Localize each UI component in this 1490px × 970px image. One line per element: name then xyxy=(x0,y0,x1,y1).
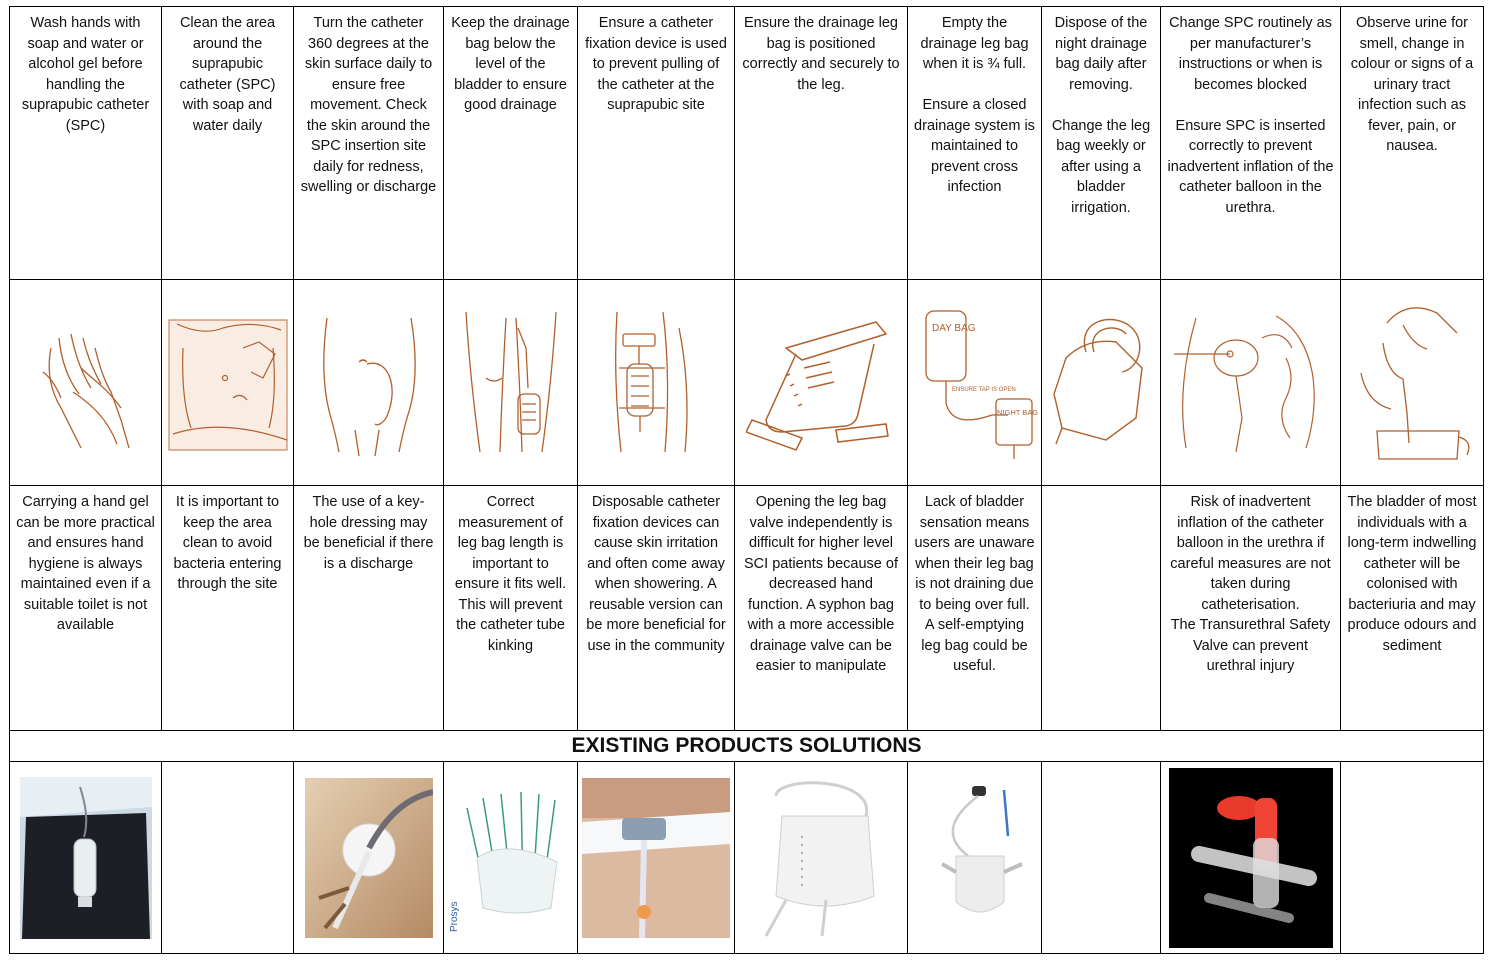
illustration-cell xyxy=(1041,279,1161,486)
tap-open-label: ENSURE TAP IS OPEN xyxy=(952,387,1016,393)
consideration-text: It is important to keep the area clean t… xyxy=(173,494,282,592)
step-text: Change SPC routinely as per manufacturer… xyxy=(1167,15,1334,216)
consideration-text: Risk of inadvertent inflation of the cat… xyxy=(1170,494,1331,674)
legs-drainage-bag-icon xyxy=(456,308,566,458)
step-cell: Change SPC routinely as per manufacturer… xyxy=(1160,6,1341,280)
consideration-text xyxy=(1042,486,1160,492)
self-emptying-bag-photo xyxy=(911,775,1038,940)
illustration-cell: DAY BAG ENSURE TAP IS OPEN NIGHT BAG xyxy=(907,279,1042,486)
step-cell: Wash hands with soap and water or alcoho… xyxy=(9,6,162,280)
step-cell: Clean the area around the suprapubic cat… xyxy=(161,6,294,280)
thigh-fixation-device-icon xyxy=(601,308,711,458)
step-text: Empty the drainage leg bag when it is ¾ … xyxy=(914,15,1035,195)
care-table: Wash hands with soap and water or alcoho… xyxy=(9,6,1484,954)
consideration-cell xyxy=(1041,485,1161,731)
step-text: Turn the catheter 360 degrees at the ski… xyxy=(300,15,437,195)
consideration-cell: Disposable catheter fixation devices can… xyxy=(577,485,735,731)
consideration-cell: Risk of inadvertent inflation of the cat… xyxy=(1160,485,1341,731)
step-cell: Ensure a catheter fixation device is use… xyxy=(577,6,735,280)
consideration-text: Lack of bladder sensation means users ar… xyxy=(914,494,1035,674)
fixation-strap-photo xyxy=(582,777,730,938)
day-night-bag-icon: DAY BAG ENSURE TAP IS OPEN NIGHT BAG xyxy=(912,303,1038,463)
product-cell xyxy=(1041,761,1161,954)
consideration-cell: It is important to keep the area clean t… xyxy=(161,485,294,731)
product-cell xyxy=(293,761,444,954)
step-cell: Observe urine for smell, change in colou… xyxy=(1340,6,1484,280)
consideration-text: Carrying a hand gel can be more practica… xyxy=(16,494,155,633)
step-text: Clean the area around the suprapubic cat… xyxy=(179,15,276,134)
product-cell xyxy=(577,761,735,954)
night-drainage-bag-icon xyxy=(1046,308,1156,458)
illustration-cell xyxy=(1340,279,1484,486)
leg-bags-photo: Prosys xyxy=(446,777,575,938)
product-cell xyxy=(9,761,162,954)
illustration-cell xyxy=(734,279,908,486)
step-cell: Empty the drainage leg bag when it is ¾ … xyxy=(907,6,1042,280)
step-text: Observe urine for smell, change in colou… xyxy=(1350,15,1474,154)
product-cell xyxy=(1340,761,1484,954)
leg-bag-straps-icon xyxy=(746,308,896,458)
illustration-cell xyxy=(9,279,162,486)
step-text: Dispose of the night drainage bag daily … xyxy=(1051,15,1151,216)
consideration-cell: Carrying a hand gel can be more practica… xyxy=(9,485,162,731)
illustration-cell xyxy=(443,279,578,486)
abdomen-cleaning-icon xyxy=(163,308,293,458)
consideration-text: Opening the leg bag valve independently … xyxy=(744,494,898,674)
step-cell: Keep the drainage bag below the level of… xyxy=(443,6,578,280)
steps-row: Wash hands with soap and water or alcoho… xyxy=(9,6,1484,280)
products-row: Prosys xyxy=(9,761,1484,954)
illustration-cell xyxy=(577,279,735,486)
product-cell: Prosys xyxy=(443,761,578,954)
consideration-cell: Opening the leg bag valve independently … xyxy=(734,485,908,731)
hands-washing-icon xyxy=(21,308,151,458)
step-cell: Dispose of the night drainage bag daily … xyxy=(1041,6,1161,280)
consideration-cell: Correct measurement of leg bag length is… xyxy=(443,485,578,731)
illustration-cell xyxy=(293,279,444,486)
brand-label: Prosys xyxy=(449,901,460,932)
step-text: Wash hands with soap and water or alcoho… xyxy=(21,15,150,134)
illustration-cell xyxy=(161,279,294,486)
abdomen-catheter-icon xyxy=(309,308,429,458)
consideration-text: Disposable catheter fixation devices can… xyxy=(586,494,726,654)
syphon-bag-photo xyxy=(746,775,896,940)
product-cell xyxy=(907,761,1042,954)
consideration-text: Correct measurement of leg bag length is… xyxy=(454,494,567,654)
consideration-cell: Lack of bladder sensation means users ar… xyxy=(907,485,1042,731)
step-text: Ensure the drainage leg bag is positione… xyxy=(742,15,900,93)
consideration-text: The use of a key-hole dressing may be be… xyxy=(303,494,434,572)
product-cell xyxy=(161,761,294,954)
safety-valve-photo xyxy=(1168,767,1333,948)
section-banner: EXISTING PRODUCTS SOLUTIONS xyxy=(9,730,1484,762)
banner-row: EXISTING PRODUCTS SOLUTIONS xyxy=(9,730,1484,762)
step-text: Ensure a catheter fixation device is use… xyxy=(585,15,727,113)
consideration-cell: The bladder of most individuals with a l… xyxy=(1340,485,1484,731)
pelvis-cross-section-icon xyxy=(1166,308,1336,458)
product-cell xyxy=(734,761,908,954)
hand-gel-bag-photo xyxy=(19,776,152,939)
step-cell: Ensure the drainage leg bag is positione… xyxy=(734,6,908,280)
consideration-cell: The use of a key-hole dressing may be be… xyxy=(293,485,444,731)
keyhole-dressing-photo xyxy=(304,777,433,938)
illustration-cell xyxy=(1160,279,1341,486)
day-bag-label: DAY BAG xyxy=(932,323,976,334)
considerations-row: Carrying a hand gel can be more practica… xyxy=(9,485,1484,731)
step-cell: Turn the catheter 360 degrees at the ski… xyxy=(293,6,444,280)
product-cell xyxy=(1160,761,1341,954)
night-bag-label: NIGHT BAG xyxy=(997,408,1038,417)
step-text: Keep the drainage bag below the level of… xyxy=(451,15,570,113)
illustrations-row: DAY BAG ENSURE TAP IS OPEN NIGHT BAG xyxy=(9,279,1484,486)
urine-sample-jug-icon xyxy=(1347,303,1477,463)
consideration-text: The bladder of most individuals with a l… xyxy=(1347,494,1477,654)
